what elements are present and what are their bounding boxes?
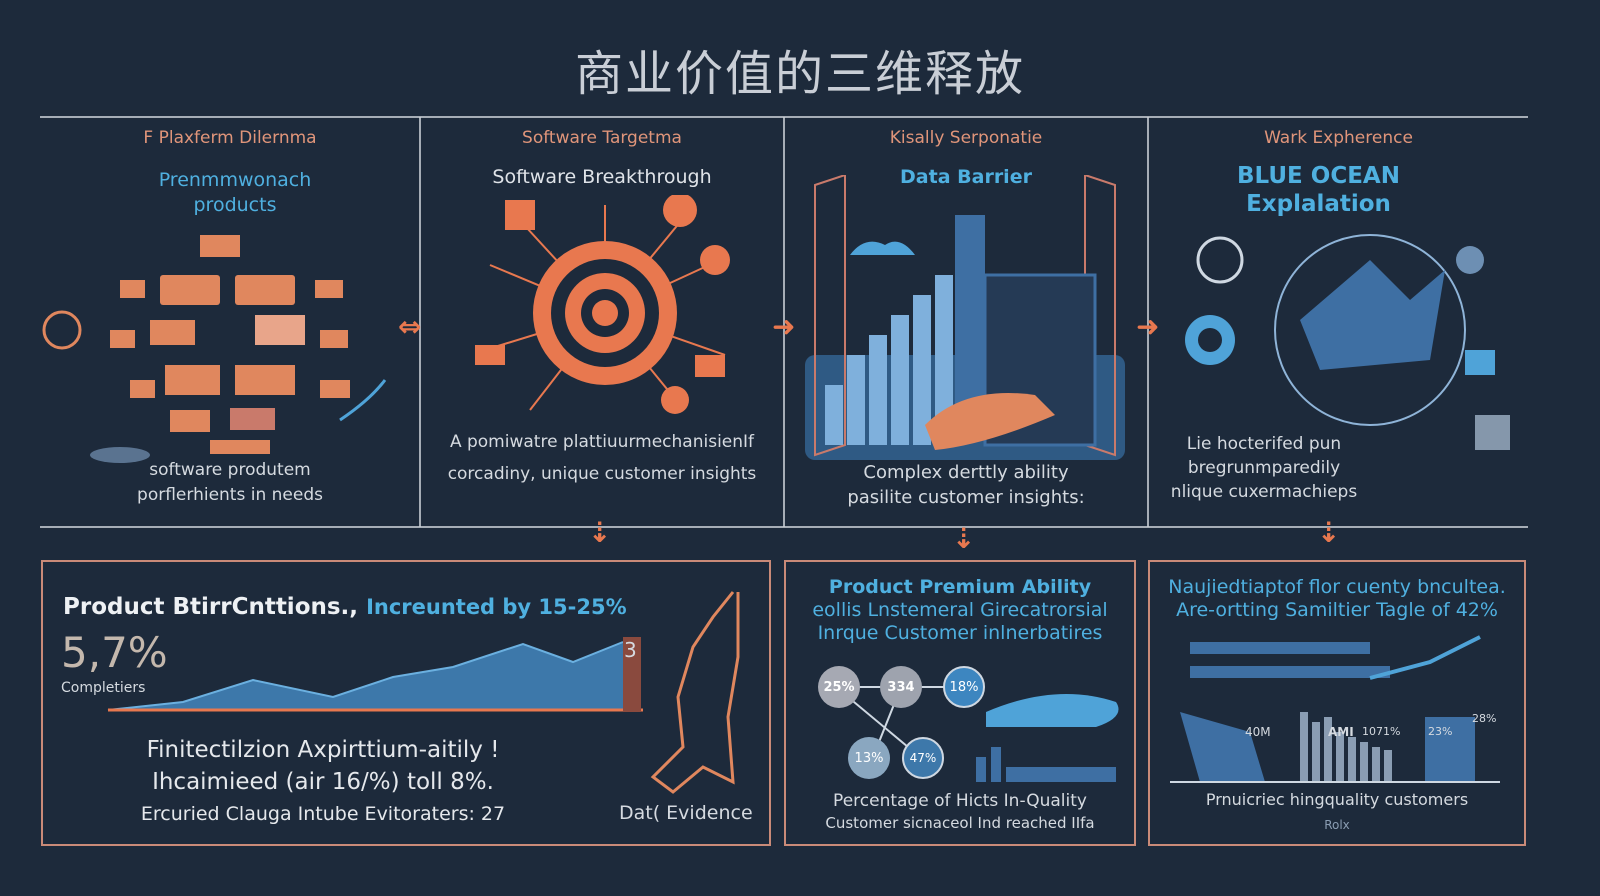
caption-line: Percentage of Hicts In-Quality [833, 791, 1087, 811]
arrow-down-icon: ⇣ [1317, 516, 1341, 549]
subtitle-line: BLUE OCEAN [1237, 163, 1400, 189]
evidence-line: Ihcaimieed (air 16/%) toll 8%. [152, 769, 494, 795]
circle-nodes: 25% 334 18% 13% 47% [786, 562, 1134, 844]
percent-circle: 13% [848, 737, 890, 779]
desc-line: bregrunmparedily [1187, 458, 1341, 478]
panel-heading: Software Targetma [522, 128, 682, 148]
target-icon [475, 195, 730, 414]
arrow-right-icon: ➜ [772, 310, 796, 343]
blue-ocean-illustration [1185, 234, 1510, 450]
subtitle-line: Explalation [1246, 191, 1391, 217]
card-title: Naujiedtiaptof flor cuenty bncultea. Are… [1150, 576, 1524, 622]
card-caption: Prnuicriec hingquality customers [1205, 790, 1469, 809]
headline-text: Product BtirrCnttions., [63, 594, 359, 620]
card-footnote: Rolx [1324, 818, 1350, 832]
panel-heading: Kisally Serponatie [889, 128, 1043, 148]
percent-circle: 47% [902, 737, 944, 779]
divider [40, 526, 1528, 528]
panel-subtitle: Software Breakthrough [492, 166, 712, 188]
panel-blue-ocean: Wark Expherence BLUE OCEAN Explalation [1149, 128, 1528, 218]
panel-software-target: Software Targetma Software Breakthrough [421, 128, 783, 188]
big-value: 5,7% [61, 628, 168, 677]
panel-description: software produtem porflerhients in needs [40, 458, 420, 508]
page-title: 商业价值的三维释放 [574, 46, 1025, 102]
divider [783, 117, 785, 527]
chart-end-label: 3 [624, 638, 637, 662]
desc-line: corcadiny, unique customer insights [447, 464, 757, 484]
side-label: Dat( Evidence [619, 802, 753, 824]
panel-description: A pomiwatre plattiuurmechanisienIf corca… [421, 426, 783, 490]
arrow-right-icon: ➜ [1136, 310, 1160, 343]
title-line: Are-ortting Samiltier Tagle of 42% [1176, 599, 1498, 621]
big-label: Completiers [61, 680, 146, 696]
card-quality-customers: Naujiedtiaptof flor cuenty bncultea. Are… [1148, 560, 1526, 846]
percent-circle: 18% [943, 666, 985, 708]
desc-line: software produtem [149, 460, 311, 480]
bar-label: 28% [1472, 712, 1497, 725]
panel-description: Lie hocterifed pun bregrunmparedily nliq… [1149, 432, 1379, 504]
data-barrier-illustration [805, 175, 1125, 460]
panel-subtitle: Data Barrier [900, 166, 1032, 188]
desc-line: pasilite customer insights: [847, 487, 1085, 508]
panel-subtitle: Prenmmwonach products [158, 169, 312, 216]
caption-line: Customer sicnaceol Ind reached IIfa [825, 814, 1095, 832]
product-icons-cluster [42, 235, 387, 463]
bar-label: 1071% [1362, 725, 1401, 738]
desc-line: Complex derttly ability [863, 462, 1069, 483]
evidence-text: Finitectilzion Axpirttium-aitily ! Ihcai… [43, 734, 603, 830]
card-caption: Percentage of Hicts In-Quality Customer … [786, 790, 1134, 834]
title-line: Inrque Customer inlnerbatires [817, 622, 1103, 644]
percent-circle: 25% [818, 666, 860, 708]
title-line: Naujiedtiaptof flor cuenty bncultea. [1168, 576, 1506, 598]
desc-line: Lie hocterifed pun [1186, 434, 1342, 454]
bar-label: 23% [1428, 725, 1453, 738]
title-line: Product Premium Ability [828, 576, 1092, 598]
desc-line: nlique cuxermachieps [1170, 482, 1358, 502]
bar-label: AMI [1328, 725, 1354, 739]
divider [419, 117, 421, 527]
bar-illustration [1170, 635, 1500, 783]
panel-heading: Wark Expherence [1264, 128, 1413, 148]
desc-line: A pomiwatre plattiuurmechanisienIf [449, 432, 755, 452]
panel-description: Complex derttly ability pasilite custome… [785, 460, 1147, 510]
desc-line: porflerhients in needs [137, 485, 323, 505]
arrow-right-icon: ⇔ [398, 310, 422, 343]
card-data-evidence: Product BtirrCnttions., Increunted by 15… [41, 560, 771, 846]
line-illustration [650, 591, 740, 794]
headline-highlight: Increunted by 15-25% [366, 595, 627, 619]
percent-circle: 334 [880, 666, 922, 708]
arrow-down-icon: ⇣ [952, 522, 976, 555]
growth-area-chart [107, 637, 643, 712]
card-premium-ability: Product Premium Ability eollis Lnstemera… [784, 560, 1136, 846]
panel-subtitle: BLUE OCEAN Explalation [1149, 162, 1488, 218]
panel-platform-dilemma: F Plaxferm Dilernma Prenmmwonach product… [40, 128, 420, 218]
card-title: Product Premium Ability eollis Lnstemera… [786, 576, 1134, 645]
divider [1147, 117, 1149, 527]
evidence-line: Ercuried Clauga Intube Evitoraters: 27 [140, 803, 506, 825]
percentage-network [835, 686, 1119, 782]
evidence-line: Finitectilzion Axpirttium-aitily ! [146, 737, 500, 763]
panel-data-barrier: Kisally Serponatie Data Barrier [785, 128, 1147, 188]
arrow-down-icon: ⇣ [588, 516, 612, 549]
headline: Product BtirrCnttions., Increunted by 15… [63, 594, 627, 620]
panel-heading: F Plaxferm Dilernma [143, 128, 317, 148]
title-line: eollis Lnstemeral Girecatrorsial [812, 599, 1108, 621]
bar-label: 40M [1245, 725, 1271, 739]
